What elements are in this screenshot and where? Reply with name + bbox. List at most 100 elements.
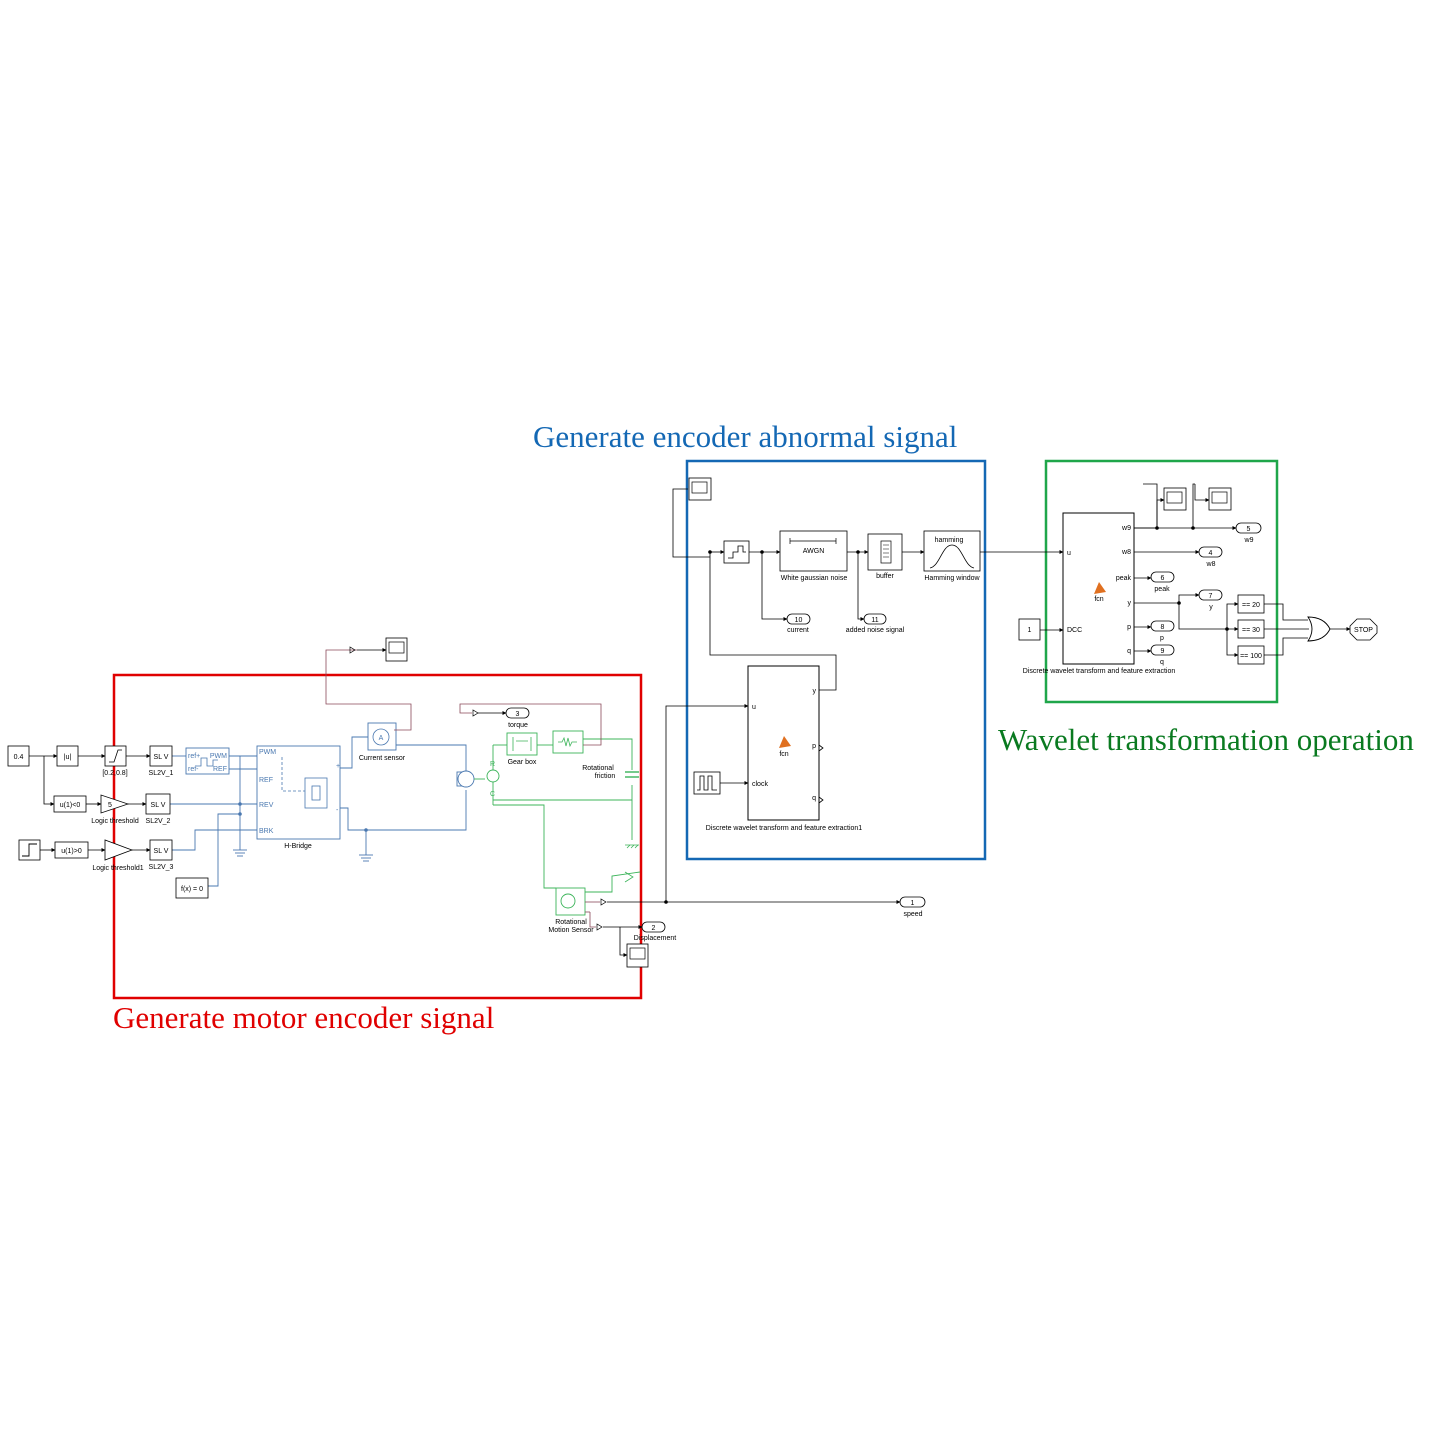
svg-text:peak: peak (1116, 575, 1132, 582)
displacement-outport[interactable] (641, 921, 666, 933)
buffer-icon (880, 540, 892, 564)
svg-text:SL V: SL V (154, 754, 169, 761)
svg-text:p: p (1160, 635, 1164, 642)
pwm-icon (196, 757, 218, 767)
svg-text:y: y (1128, 600, 1132, 607)
compare-eq-30-block[interactable] (1237, 619, 1265, 639)
function-block-1-title: Discrete wavelet transform and feature e… (706, 825, 863, 832)
pulse-icon (697, 775, 717, 791)
dc-motor-block[interactable] (456, 770, 482, 788)
svg-text:A: A (379, 735, 384, 742)
sl2v-2-block[interactable] (145, 793, 171, 815)
white-gaussian-noise-label: White gaussian noise (781, 575, 848, 582)
rotational-friction-block[interactable] (552, 730, 584, 754)
pwm-block[interactable] (185, 747, 230, 775)
hamming-window-block[interactable] (923, 530, 981, 572)
h-bridge-switch-icon (304, 777, 328, 809)
peak-outport[interactable] (1150, 571, 1175, 583)
svg-text:1: 1 (1028, 627, 1032, 634)
svg-text:REF: REF (213, 766, 227, 773)
solver-config-block[interactable] (175, 877, 209, 899)
gain-5-block[interactable] (100, 794, 130, 814)
speed-label: speed (903, 911, 922, 918)
pulse-generator-block[interactable] (693, 771, 721, 795)
q-outport[interactable] (1150, 644, 1175, 656)
w9-outport[interactable] (1235, 522, 1262, 534)
abnormal-region-frame (685, 459, 987, 861)
current-label: current (787, 627, 809, 634)
svg-text:PWM: PWM (210, 753, 227, 760)
abs-block[interactable] (56, 745, 79, 767)
svg-text:2: 2 (652, 925, 656, 932)
svg-text:3: 3 (516, 711, 520, 718)
svg-text:u: u (752, 704, 756, 711)
stop-block[interactable] (1349, 618, 1378, 641)
svg-text:w9: w9 (1244, 537, 1254, 544)
svg-text:clock: clock (752, 781, 768, 788)
compare-gt-zero-block[interactable] (54, 841, 89, 859)
svg-text:p: p (1127, 624, 1131, 631)
svg-text:SL2V_1: SL2V_1 (149, 770, 174, 777)
svg-text:10: 10 (795, 617, 803, 624)
gear-icon (512, 737, 532, 751)
svg-text:w9: w9 (1121, 525, 1131, 532)
wavelet-region-frame (1044, 459, 1279, 704)
added-noise-outport[interactable] (863, 613, 887, 625)
svg-text:p: p (812, 743, 816, 750)
wavelet-subsystem: 1 u DCC w9 w8 peak y p q fcn Discrete wa… (1018, 483, 1378, 675)
scope-icon (388, 641, 405, 654)
scope-icon (1211, 491, 1228, 504)
svg-text:== 30: == 30 (1242, 627, 1260, 634)
awgn-block[interactable] (779, 530, 848, 572)
svg-text:[0.2,0.8]: [0.2,0.8] (102, 770, 127, 777)
svg-text:q: q (1160, 659, 1164, 666)
svg-text:== 20: == 20 (1242, 602, 1260, 609)
abnormal-signal-subsystem: AWGN White gaussian noise buffer hamming… (665, 477, 1064, 902)
wavelet-region-title: Wavelet transformation operation (998, 722, 1414, 757)
hamming-window-label: Hamming window (924, 575, 980, 582)
sl2v-3-block[interactable] (149, 839, 173, 861)
torque-outport[interactable] (505, 707, 530, 719)
logic-threshold-label: Logic threshold (91, 818, 139, 825)
ammeter-icon (372, 728, 390, 746)
speed-outport[interactable] (899, 896, 926, 908)
compare-eq-100-block[interactable] (1237, 645, 1265, 665)
svg-text:u(1)<0: u(1)<0 (60, 802, 81, 809)
svg-text:SL V: SL V (154, 848, 169, 855)
svg-text:6: 6 (1161, 575, 1165, 582)
p-outport[interactable] (1150, 620, 1175, 632)
svg-text:11: 11 (871, 617, 878, 624)
compare-eq-20-block[interactable] (1237, 594, 1265, 614)
svg-text:4: 4 (1209, 550, 1213, 557)
added-noise-label: added noise signal (846, 627, 905, 634)
svg-text:1: 1 (911, 900, 915, 907)
motor-region-frame (112, 673, 643, 1000)
constant-0.4-block[interactable] (7, 745, 30, 767)
zoh-icon (728, 545, 746, 559)
function-block-2-title: Discrete wavelet transform and feature e… (1023, 668, 1176, 675)
sl2v-1-block[interactable] (149, 745, 173, 767)
current-outport[interactable] (786, 613, 811, 625)
svg-text:9: 9 (1161, 648, 1165, 655)
svg-text:-: - (336, 807, 339, 814)
step-block[interactable] (18, 839, 41, 861)
scope-icon (691, 481, 708, 494)
logic-threshold1-block[interactable] (104, 839, 134, 861)
h-bridge-label: H-Bridge (284, 843, 312, 850)
constant-1-block[interactable] (1018, 618, 1041, 641)
scope-icon (629, 947, 646, 960)
h-bridge-block[interactable] (256, 745, 341, 840)
svg-text:AWGN: AWGN (803, 548, 825, 555)
gearbox-block[interactable] (506, 732, 538, 756)
matlab-icon (779, 736, 791, 748)
svg-text:DCC: DCC (1067, 627, 1082, 634)
or-gate-block[interactable] (1307, 616, 1331, 642)
svg-text:u(1)>0: u(1)>0 (61, 848, 82, 855)
w8-outport[interactable] (1198, 546, 1223, 558)
saturation-block[interactable] (104, 745, 127, 767)
compare-lt-zero-block[interactable] (53, 795, 87, 813)
svg-text:fcn: fcn (1094, 596, 1103, 603)
y-outport[interactable] (1198, 589, 1223, 601)
svg-text:C: C (490, 791, 495, 798)
svg-text:SL V: SL V (151, 802, 166, 809)
